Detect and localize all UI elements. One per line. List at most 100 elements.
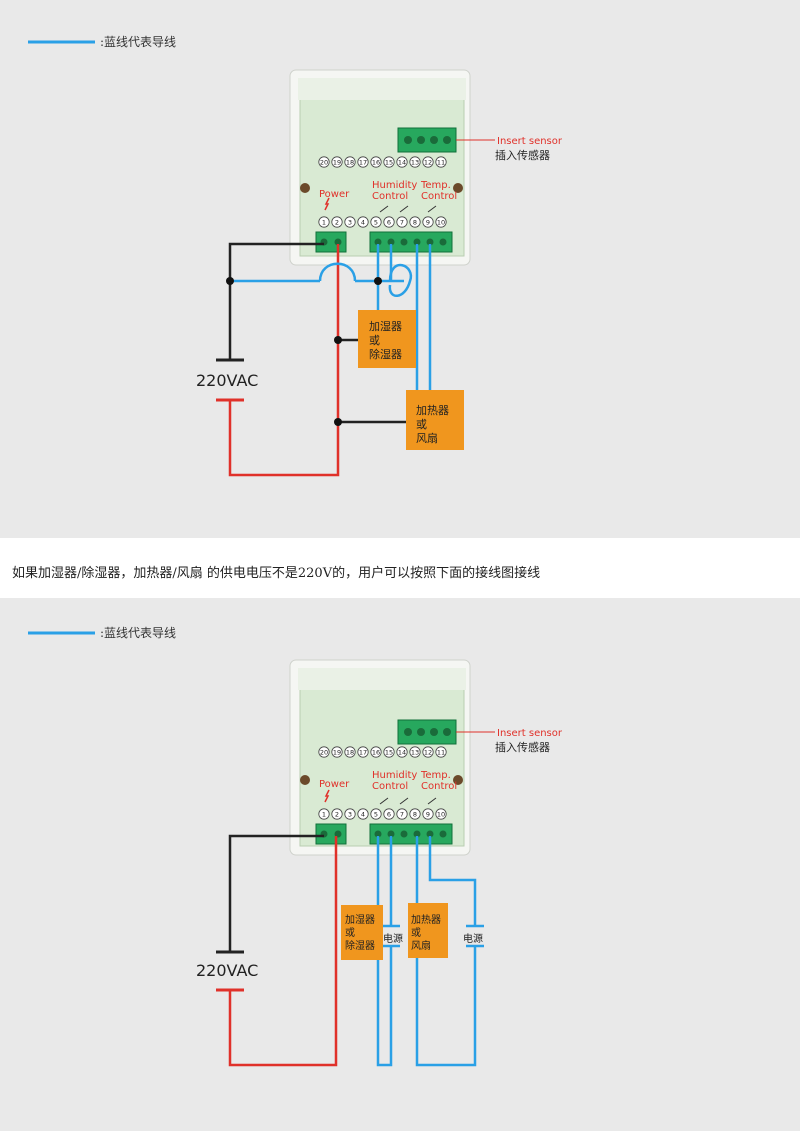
terminal-number: 15 [385, 159, 393, 167]
temp-label-line2: Control [421, 191, 457, 202]
terminal-circle [370, 216, 382, 228]
terminal-circle [357, 808, 369, 820]
terminal-circle [344, 746, 356, 758]
terminal-circle [331, 216, 343, 228]
terminal-circle [318, 746, 330, 758]
legend-text: :蓝线代表导线 [100, 35, 176, 49]
terminal-circle [318, 808, 330, 820]
lightning-icon [324, 197, 330, 211]
terminal-number: 8 [413, 811, 417, 819]
terminal-circle [344, 156, 356, 168]
terminal-circle [331, 156, 343, 168]
terminal-number: 6 [387, 219, 391, 227]
terminal-circle [383, 216, 395, 228]
humidifier-box-line2: 或 [369, 334, 380, 347]
temp-label-line1-bottom: Temp. [420, 770, 451, 781]
terminal-number: 2 [335, 811, 339, 819]
humidity-label-line2-bottom: Control [372, 781, 408, 792]
heater-box-line2: 或 [416, 418, 427, 431]
heater-box-bottom: 加热器 或 风扇 [408, 903, 448, 958]
temp-label-line2-bottom: Control [421, 781, 457, 792]
insert-sensor-cn-label: 插入传感器 [495, 148, 550, 162]
terminal-circle [357, 216, 369, 228]
terminal-circle [409, 156, 421, 168]
device-top-strip [298, 78, 466, 100]
terminal-circle [422, 216, 434, 228]
terminal-circle [435, 216, 447, 228]
temp-label-line1: Temp. [420, 180, 451, 191]
terminal-number: 11 [437, 749, 445, 757]
relay-switch-icon [379, 205, 437, 213]
terminal-number: 18 [346, 159, 354, 167]
terminal-circle [344, 808, 356, 820]
lightning-icon-bottom [324, 789, 330, 803]
humidifier-box-bottom-line3: 除湿器 [345, 939, 375, 952]
bottom-wiring [216, 834, 484, 1067]
terminal-number: 8 [413, 219, 417, 227]
terminal-circle [409, 216, 421, 228]
heater-box-bottom-line3: 风扇 [411, 939, 431, 952]
humidity-label-line1-bottom: Humidity [372, 770, 417, 781]
terminal-circle [435, 808, 447, 820]
power-label-bottom: Power [319, 779, 350, 790]
humidifier-box-bottom: 加湿器 或 除湿器 [341, 905, 383, 960]
terminal-number: 18 [346, 749, 354, 757]
humidity-label-line1: Humidity [372, 180, 417, 191]
terminal-number: 10 [437, 811, 445, 819]
heater-box-line1: 加热器 [416, 404, 449, 417]
terminal-number: 7 [400, 219, 404, 227]
terminal-number: 16 [372, 159, 380, 167]
terminal-number: 9 [426, 219, 430, 227]
legend-text-bottom: :蓝线代表导线 [100, 626, 176, 640]
heater-box-bottom-line1: 加热器 [411, 913, 441, 926]
terminal-number: 4 [361, 811, 365, 819]
terminal-number: 15 [385, 749, 393, 757]
terminal-number: 10 [437, 219, 445, 227]
terminal-number: 19 [333, 159, 341, 167]
terminal-number: 7 [400, 811, 404, 819]
terminal-number: 4 [361, 219, 365, 227]
terminal-circle [435, 156, 447, 168]
terminal-circle [396, 808, 408, 820]
voltage-label-bottom: 220VAC [196, 961, 258, 980]
terminal-circle [409, 808, 421, 820]
humidifier-box-bottom-line1: 加湿器 [345, 914, 375, 926]
humidifier-box-line1: 加湿器 [369, 320, 402, 333]
terminal-number: 17 [359, 749, 367, 757]
heater-box-rect [406, 390, 464, 450]
terminal-number: 1 [322, 219, 326, 227]
terminal-circle [331, 746, 343, 758]
terminal-circle [344, 216, 356, 228]
humidity-label-line2: Control [372, 191, 408, 202]
terminal-circle [370, 746, 382, 758]
terminal-number: 3 [348, 811, 352, 819]
terminal-circle [357, 746, 369, 758]
relay-switch-icon-bottom [379, 797, 437, 805]
terminal-number: 14 [398, 749, 406, 757]
terminal-circle [422, 808, 434, 820]
insert-sensor-label: Insert sensor [497, 136, 563, 147]
terminal-circle [409, 746, 421, 758]
terminal-number: 14 [398, 159, 406, 167]
voltage-label: 220VAC [196, 371, 258, 390]
terminal-number: 5 [374, 811, 378, 819]
terminal-number: 17 [359, 159, 367, 167]
heater-box-line3: 风扇 [416, 431, 438, 445]
terminal-number: 16 [372, 749, 380, 757]
humidifier-box-bottom-line2: 或 [345, 927, 355, 939]
terminal-number: 20 [320, 159, 328, 167]
device-board [299, 95, 465, 257]
terminal-circle [318, 156, 330, 168]
terminal-number: 5 [374, 219, 378, 227]
power-source-left: 电源 [383, 932, 403, 945]
terminal-circle [370, 808, 382, 820]
terminal-circle [396, 746, 408, 758]
humidifier-box: 加湿器 或 除湿器 [358, 310, 416, 368]
